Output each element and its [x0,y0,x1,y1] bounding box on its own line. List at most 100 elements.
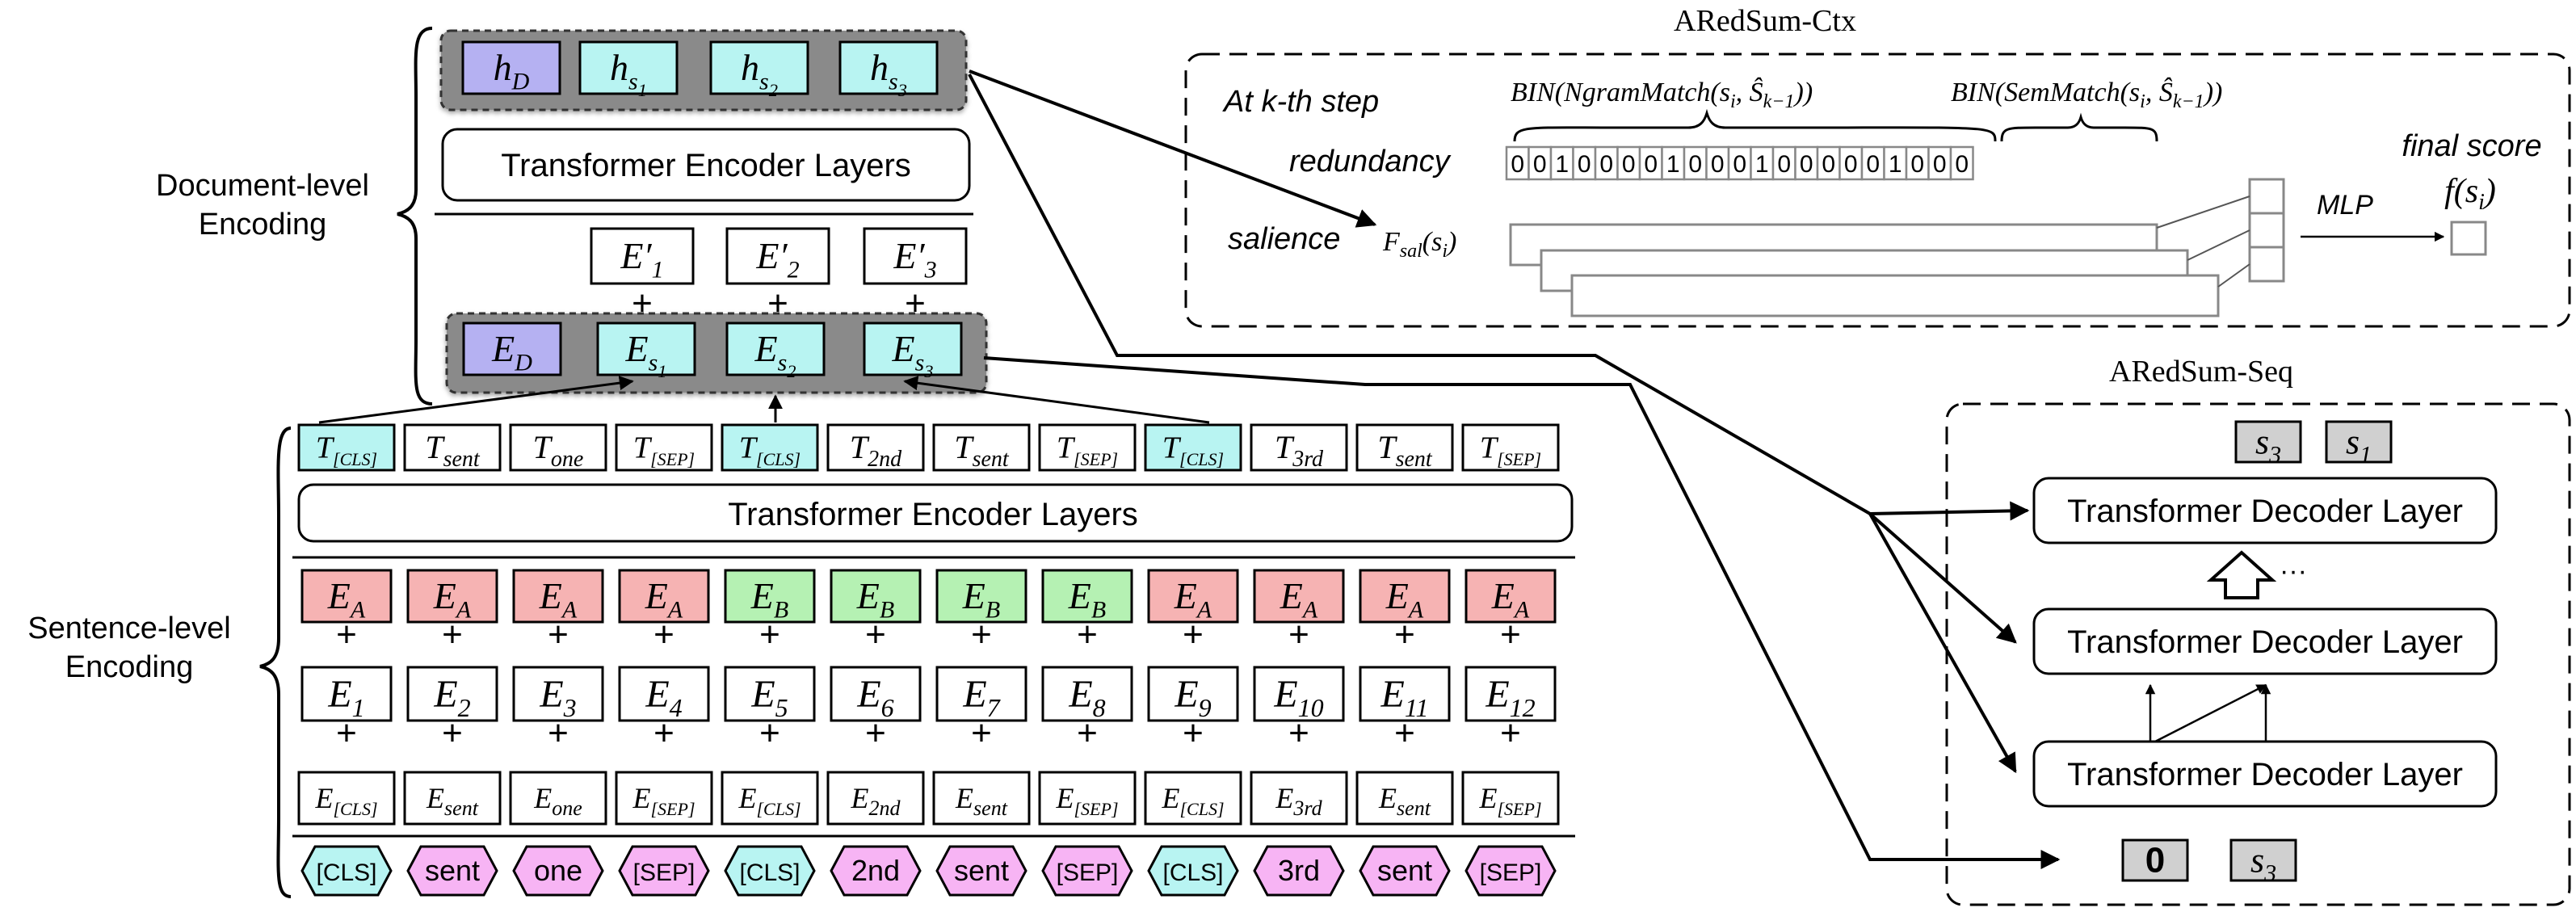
token-output-10-label: Tsent [1377,429,1433,472]
input-token-label-8: [CLS] [1162,859,1223,886]
decoder-ellipsis: ··· [2280,556,2307,586]
sentence-level-brace [259,427,292,898]
arrow-to-decoder-top [1869,501,2030,521]
plus-row0-7: + [1077,615,1098,654]
token-output-6-label: Tsent [954,429,1010,472]
token-output-5-label: T2nd [850,429,902,472]
plus-row0-10: + [1394,615,1415,654]
bit-value-20: 0 [1955,151,1969,178]
token-embedding-6-box [932,771,1031,826]
token-embedding-10-label: Esent [1378,782,1431,820]
input-token-2: one [512,845,604,897]
token-output-3-label: T[SEP] [633,431,695,470]
token-output-9: T3rd [1250,423,1348,472]
input-token-shape-6 [935,845,1027,897]
f-sal-label: Fsal(si) [1382,227,1456,262]
e-prime-1-box [725,227,830,285]
doc-input-3-box [863,322,963,376]
token-embedding-7: E[SEP] [1038,771,1137,826]
doc-output-3-box [838,40,939,95]
sentence-level-label-line1: Sentence-level [27,612,230,645]
input-token-shape-4 [724,845,816,897]
doc-output-0-label: hD [494,47,530,95]
input-token-label-4: [CLS] [739,859,800,886]
plus-row0-4: + [759,615,780,654]
e-prime-0-label: E′1 [620,235,663,284]
segment-embedding-7: EB [1041,569,1133,624]
token-output-4-box [721,423,819,472]
decoder-layer-mid-label: Transformer Decoder Layer [2067,624,2463,660]
decoder-layer-top [2032,477,2498,544]
input-token-shape-7 [1041,845,1133,897]
position-embedding-8-label: E9 [1174,673,1211,722]
bit-cell-19 [1927,145,1952,181]
doc-input-2-box [725,322,826,376]
bit-cell-18 [1905,145,1930,181]
bit-cell-6 [1638,145,1663,181]
doc-output-3-label: hs3 [870,47,907,100]
position-embedding-5-box [830,666,922,722]
segment-embedding-9: EA [1253,569,1345,624]
input-token-5: 2nd [830,845,922,897]
doc-output-1-label: hs1 [610,47,647,100]
input-token-4: [CLS] [724,845,816,897]
bit-cell-5 [1616,145,1641,181]
input-token-8: [CLS] [1147,845,1239,897]
token-embedding-0-label: E[CLS] [314,782,377,819]
arrow-to-decoder-mid [1868,512,2017,644]
link-bar2-to-mlp [2187,229,2250,261]
bit-value-15: 0 [1844,151,1858,178]
doc-input-0-box [462,322,562,376]
bin-ngram-label: BIN(NgramMatch(si, Ŝk−1)) [1511,77,1813,112]
segment-embedding-10: EA [1359,569,1451,624]
token-embedding-1: Esent [403,771,502,826]
plus-eprime-2: + [905,284,926,323]
arrow-to-decoder-bottom [1868,513,2017,774]
token-embedding-0: E[CLS] [297,771,396,826]
token-output-7-box [1038,423,1137,472]
token-output-4-label: T[CLS] [739,431,801,470]
plus-row0-2: + [548,615,569,654]
bit-value-7: 1 [1666,151,1680,178]
token-output-8-box [1144,423,1242,472]
token-embedding-6: Esent [932,771,1031,826]
doc-output-1-box [578,40,679,95]
token-embedding-3: E[SEP] [615,771,713,826]
plus-row0-1: + [442,615,463,654]
plus-row1-3: + [653,713,674,753]
token-embedding-1-label: Esent [426,782,479,820]
plus-row1-2: + [548,713,569,753]
position-embedding-9-box [1253,666,1345,722]
input-token-shape-3 [618,845,710,897]
plus-eprime-0: + [632,284,653,323]
input-token-label-6: sent [954,854,1009,887]
final-score-box [2450,221,2487,256]
token-output-2: Tone [509,423,607,472]
document-level-label-line1: Document-level [156,169,369,203]
segment-embedding-2-box [512,569,604,624]
input-token-label-2: one [534,854,582,887]
input-token-label-3: [SEP] [633,859,695,886]
token-output-8: T[CLS] [1144,423,1242,472]
transformer-encoder-bottom-label: Transformer Encoder Layers [728,497,1138,532]
token-embedding-9-box [1250,771,1348,826]
token-output-10-box [1355,423,1454,472]
seq-input-0-box [2121,838,2189,882]
position-embedding-5-label: E6 [856,673,893,722]
token-output-9-label: T3rd [1275,429,1324,472]
input-token-shape-9 [1253,845,1345,897]
position-embedding-6-label: E7 [962,673,1001,722]
position-embedding-6: E7 [935,666,1027,722]
doc-input-1-label: Es1 [624,328,666,381]
seq-output-1: s1 [2325,420,2393,469]
input-token-11: [SEP] [1464,845,1557,897]
plus-row1-1: + [442,713,463,753]
token-embedding-8: E[CLS] [1144,771,1242,826]
segment-embedding-6: EB [935,569,1027,624]
segment-embedding-11-box [1464,569,1557,624]
plus-row1-7: + [1077,713,1098,753]
bit-value-10: 0 [1733,151,1746,178]
